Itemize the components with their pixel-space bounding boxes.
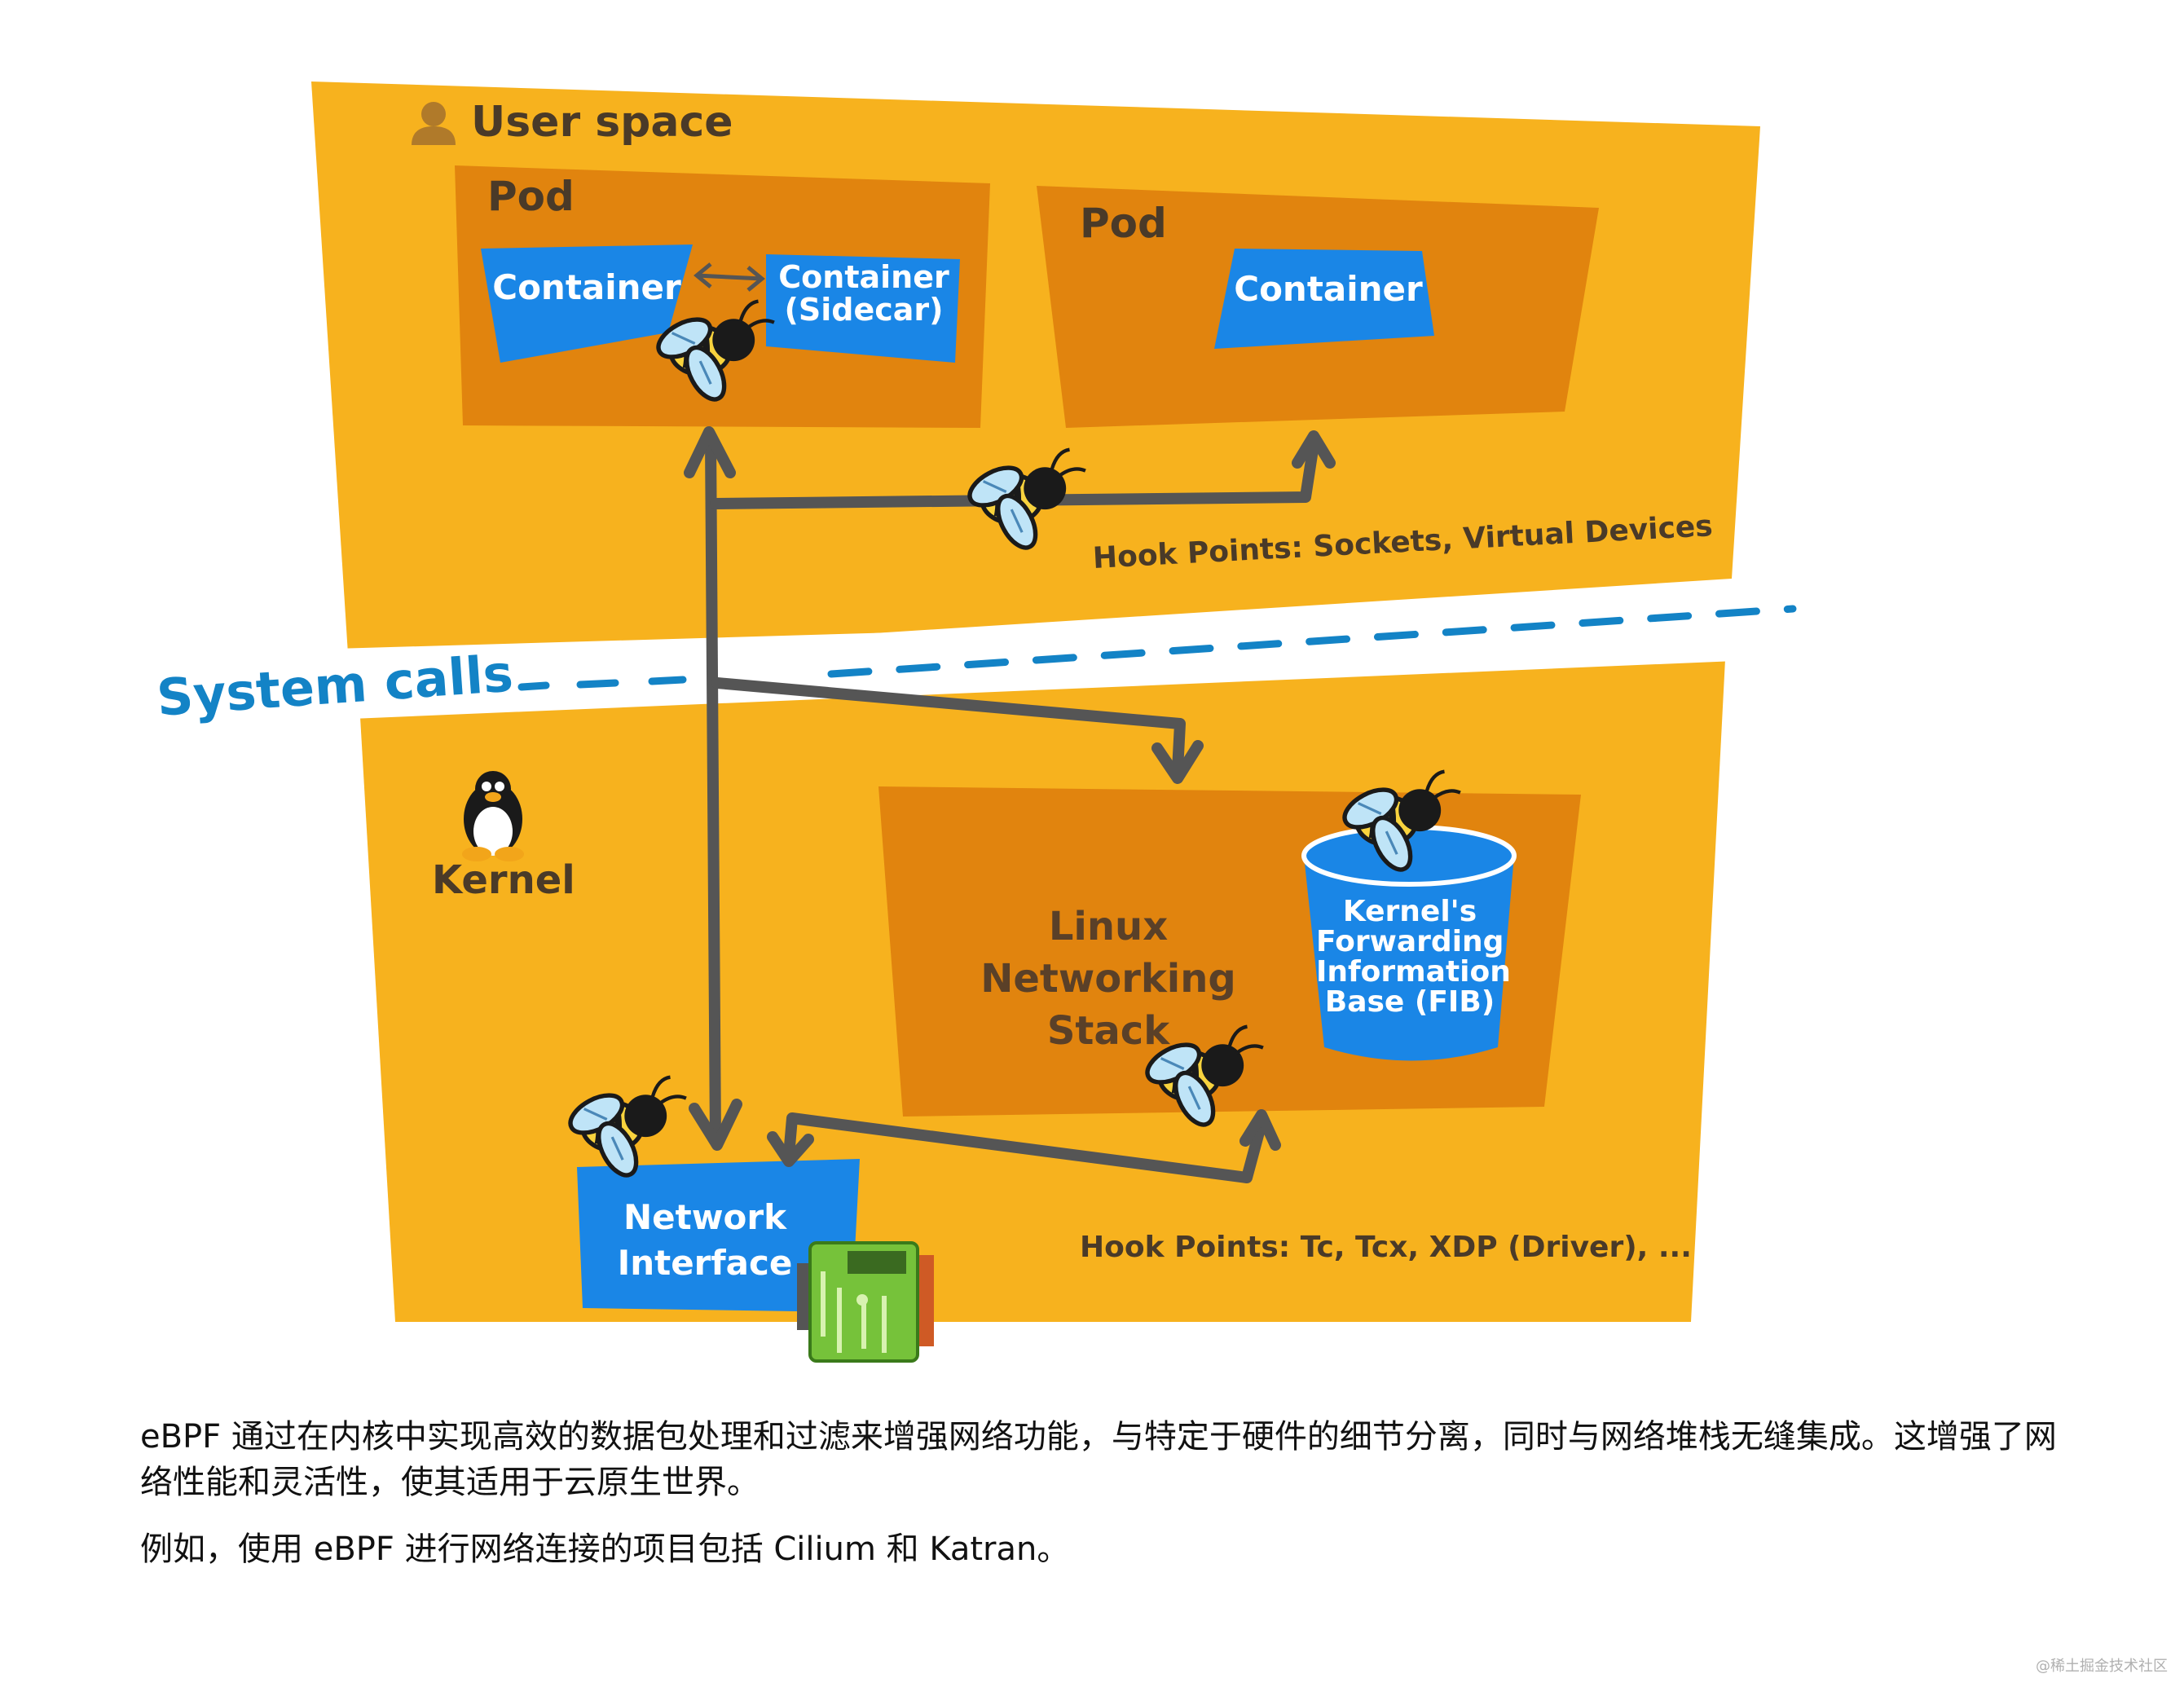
- bottom-loop-arrow: [783, 1112, 1267, 1183]
- watermark: @稀土掘金技术社区: [2036, 1658, 2168, 1675]
- caption: eBPF 通过在内核中实现高效的数据包处理和过滤来增强网络功能，与特定于硬件的细…: [140, 1414, 2080, 1593]
- bidirectional-arrow-icon: [694, 262, 765, 292]
- system-call-band: [0, 595, 2184, 733]
- container-right-label: Container: [1234, 269, 1423, 309]
- fib-label: Kernel's Forwarding Information Base (FI…: [1316, 895, 1511, 1019]
- network-card-icon: [797, 1241, 934, 1363]
- system-calls-dashed-line: [517, 605, 1797, 691]
- ebpf-networking-diagram: User space Pod Pod Container Container (…: [0, 81, 2184, 1363]
- vertical-path-arrow: [705, 434, 721, 1147]
- container-label: Container: [492, 267, 681, 307]
- user-space-branch-arrow: [710, 438, 1319, 509]
- caption-paragraph-2: 例如，使用 eBPF 进行网络连接的项目包括 Cilium 和 Katran。: [140, 1531, 1070, 1568]
- to-stack-arrow: [711, 677, 1186, 776]
- pod-left: [455, 165, 990, 428]
- sidecar-container-label: Container (Sidecar): [778, 259, 949, 328]
- pod-left-label: Pod: [487, 173, 575, 220]
- user-icon: [412, 102, 456, 145]
- diagram-canvas: [0, 81, 2184, 1363]
- sidecar-box: [766, 254, 960, 363]
- hook-points-kernel-label: Hook Points: Tc, Tcx, XDP (Driver), ...: [1080, 1231, 1692, 1264]
- user-space-label: User space: [471, 98, 733, 147]
- networking-stack-label: Linux Networking Stack: [980, 904, 1236, 1054]
- tux-penguin-icon: [462, 771, 524, 861]
- container-box-right: [1214, 249, 1434, 349]
- kernel-label: Kernel: [432, 857, 575, 903]
- network-interface-box: [577, 1159, 860, 1312]
- network-interface-label: Network Interface: [617, 1197, 793, 1283]
- pod-right-label: Pod: [1080, 200, 1167, 247]
- caption-paragraph-1: eBPF 通过在内核中实现高效的数据包处理和过滤来增强网络功能，与特定于硬件的细…: [140, 1418, 2057, 1501]
- packet-path-arrows: [684, 426, 1336, 1183]
- container-box-left: [481, 244, 693, 363]
